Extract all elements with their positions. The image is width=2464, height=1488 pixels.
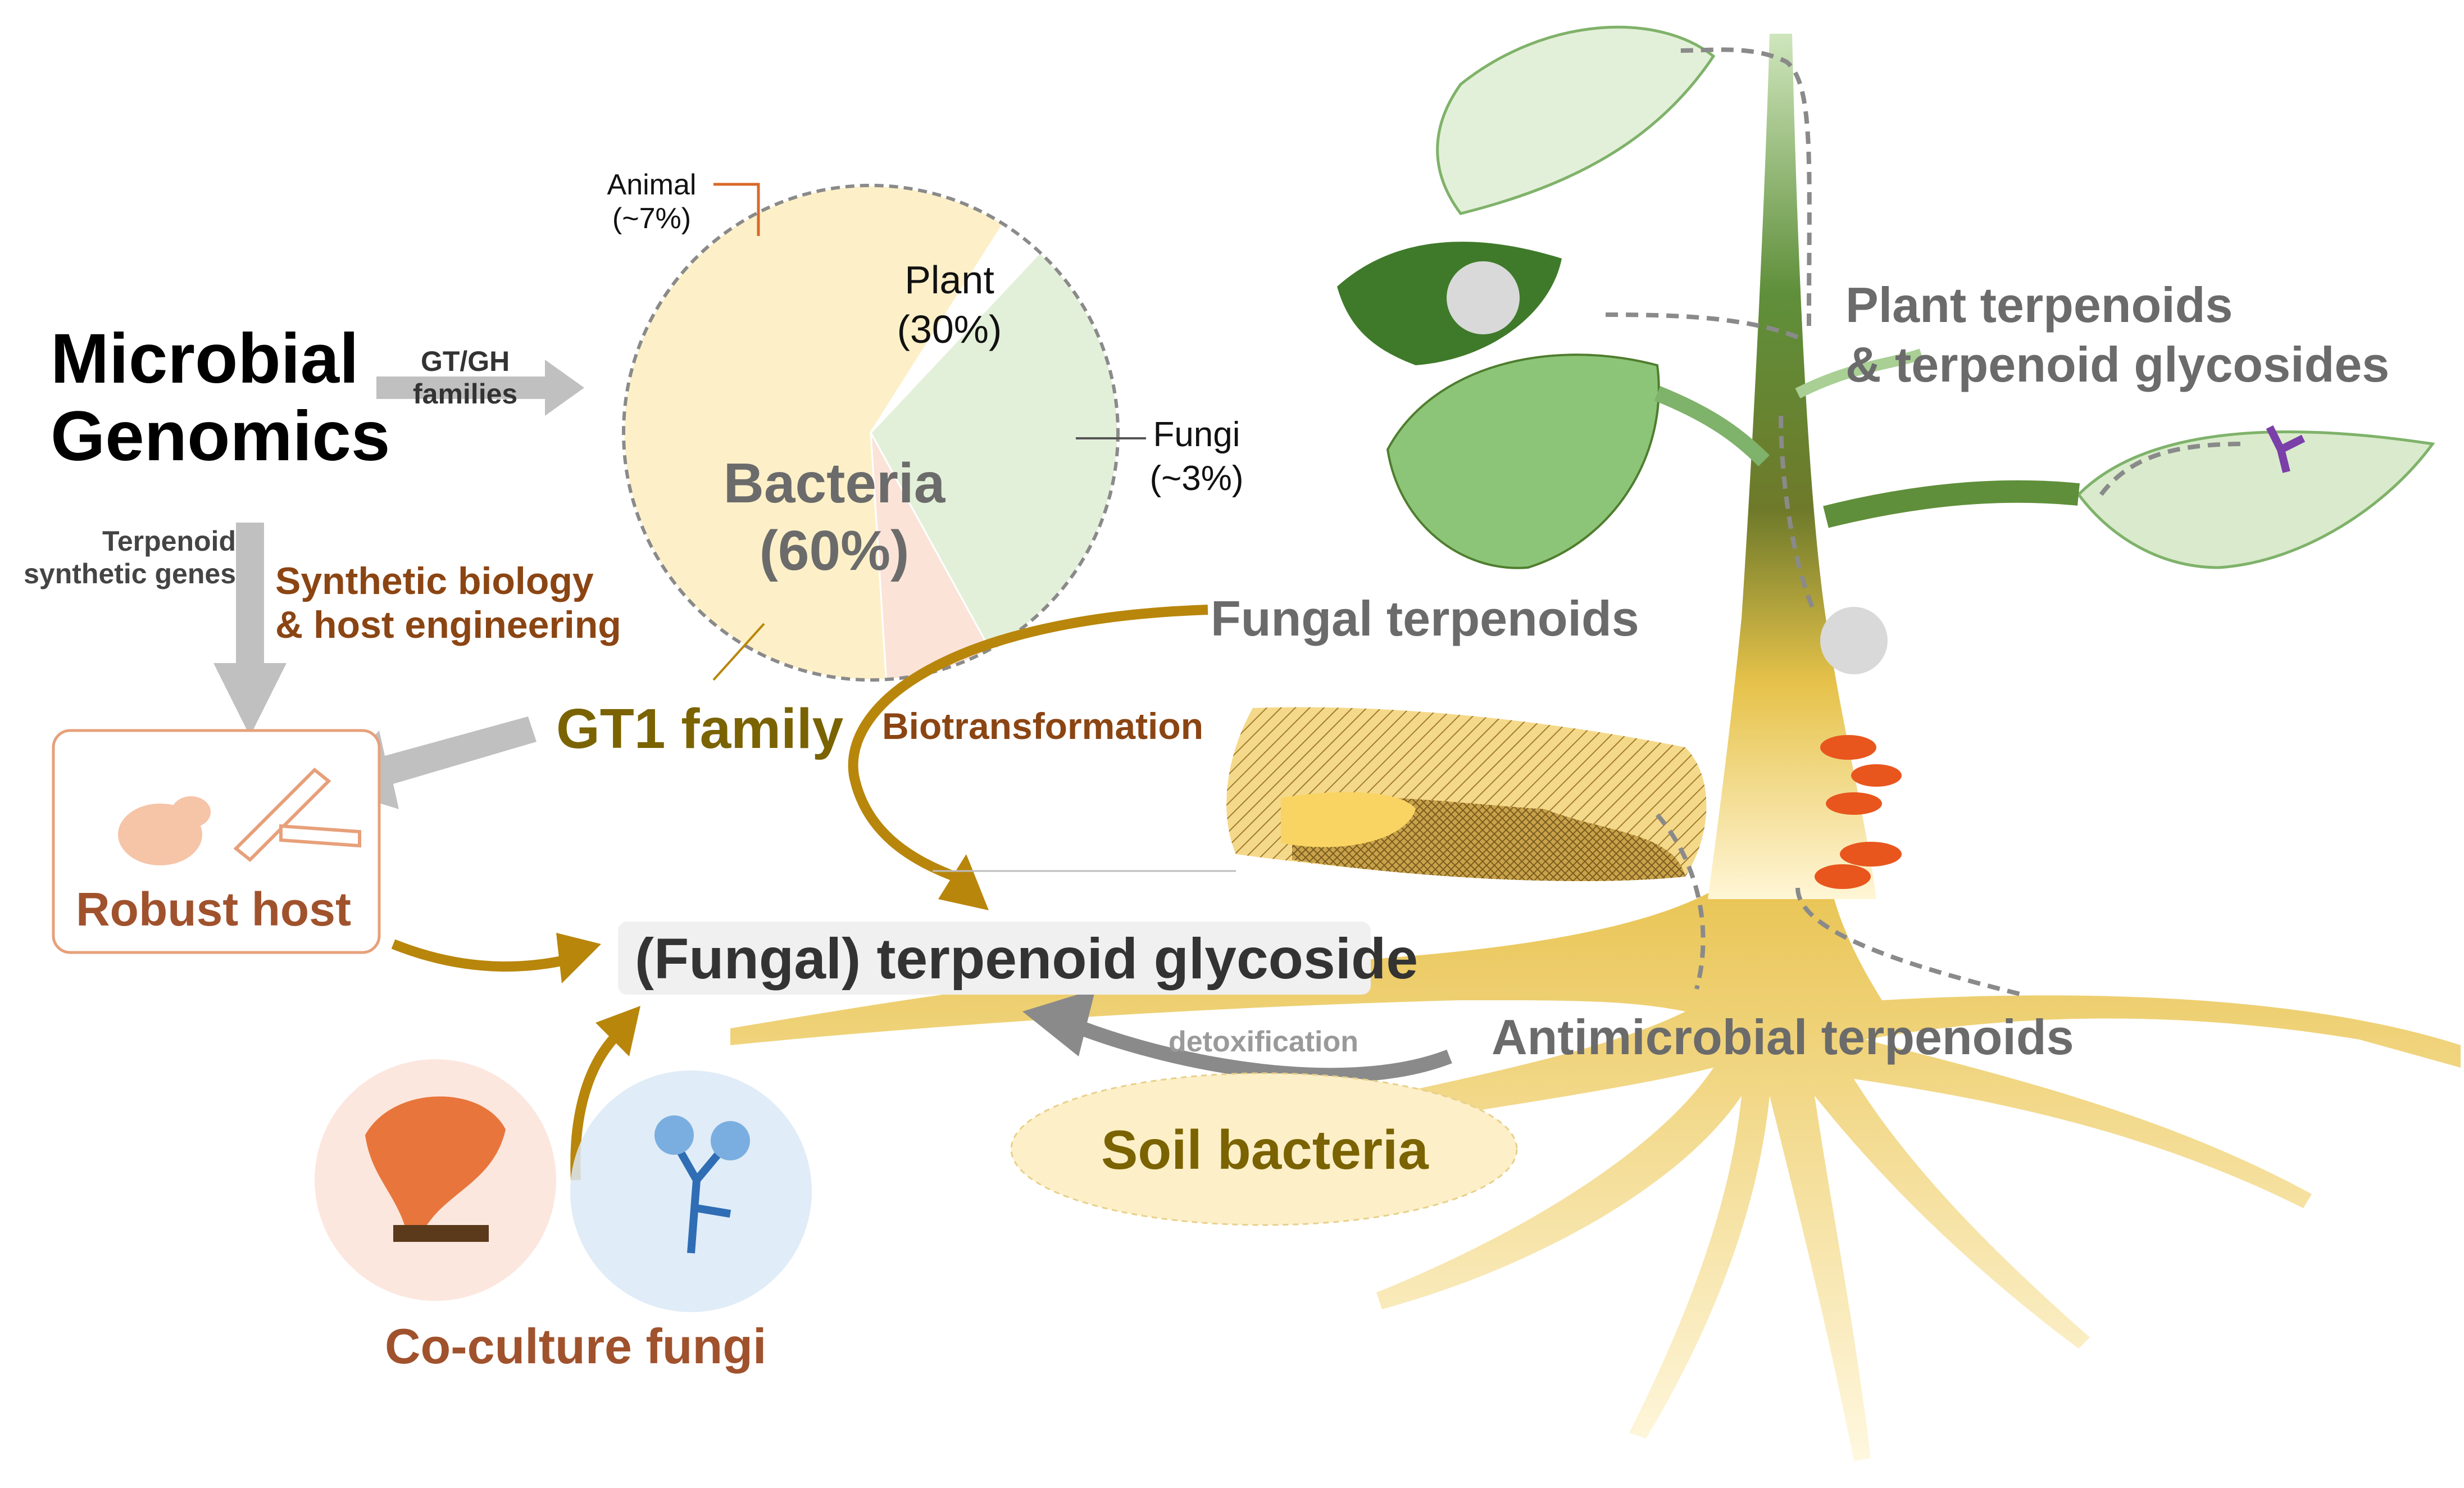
- bacteria-percent: (60%): [759, 519, 910, 582]
- mushroom-icon: [365, 1096, 506, 1242]
- detoxification-label: detoxification: [1169, 1026, 1359, 1058]
- gold-arrowheads: [556, 854, 989, 1056]
- biotransformation-arrow: [848, 605, 1208, 882]
- gt1-leader-line: [712, 623, 765, 681]
- plant-terpenoids-label: Plant terpenoids & terpenoid glycosides: [1845, 275, 2389, 394]
- pie-outline: [622, 184, 1120, 682]
- animal-leader-line: [713, 183, 760, 236]
- synthetic-bio-line2: & host engineering: [275, 604, 621, 647]
- fungal-terpenoids-label: Fungal terpenoids: [1211, 591, 1639, 646]
- microbial-genomics-title: Microbial Genomics: [51, 320, 390, 475]
- detoxification-arrowhead: [1022, 989, 1095, 1056]
- plant-terpenoids-line1: Plant terpenoids: [1845, 277, 2233, 333]
- glycoside-box: [618, 922, 1371, 995]
- synthetic-biology-label: Synthetic biology & host engineering: [275, 559, 621, 647]
- antimicrobial-terpenoids-label: Antimicrobial terpenoids: [1492, 1009, 2074, 1065]
- pie-label-plant: Plant (30%): [860, 256, 1039, 354]
- gt-gh-line1: GT/GH: [420, 346, 510, 377]
- pie-label-bacteria: Bacteria (60%): [702, 450, 966, 584]
- plant-leaves: [1337, 25, 2435, 569]
- white-fungi: [1447, 261, 1888, 674]
- decaying-log: [1226, 707, 1707, 882]
- plant-name: Plant: [904, 258, 994, 302]
- bracket-fungi: [1815, 735, 1902, 889]
- terpenoid-genes-arrow: [213, 523, 287, 736]
- filamentous-cell-icon: [233, 767, 361, 863]
- animal-percent: (~7%): [612, 202, 692, 235]
- coculture-circle-right: [570, 1070, 812, 1312]
- pie-label-animal: Animal (~7%): [590, 169, 713, 236]
- terpenoid-genes-label: Terpenoid synthetic genes: [11, 525, 236, 590]
- terpenoid-genes-line2: synthetic genes: [24, 557, 236, 589]
- gt-gh-arrow: [376, 360, 584, 416]
- detoxification-arrow: [1065, 1015, 1452, 1083]
- plant-roots: [730, 843, 2461, 1461]
- terpenoid-glycoside-label: (Fungal) terpenoid glycoside: [635, 927, 1419, 991]
- animal-name: Animal: [607, 169, 697, 201]
- synthetic-bio-line1: Synthetic biology: [275, 560, 594, 602]
- plant-terpenoids-line2: & terpenoid glycosides: [1845, 336, 2390, 392]
- plant-stem: [1708, 34, 1876, 899]
- pie-label-fungi: Fungi (~3%): [1135, 413, 1258, 500]
- soil-bacteria-label: Soil bacteria: [1101, 1119, 1429, 1181]
- gt-gh-line2: families: [413, 378, 518, 410]
- soil-bacteria-ellipse: [1010, 1072, 1518, 1226]
- gt1-family-label: GT1 family: [556, 697, 844, 760]
- fungi-percent: (~3%): [1149, 459, 1244, 498]
- coculture-fungi-label: Co-culture fungi: [385, 1318, 767, 1374]
- robust-host-label: Robust host: [76, 883, 351, 936]
- yeast-cell-icon: [118, 796, 211, 865]
- biotransformation-label: Biotransformation: [882, 705, 1204, 747]
- host-to-glycoside-arrow: [391, 939, 563, 972]
- glycoside-molecule-icon: [2266, 425, 2306, 473]
- transport-arrows: [1601, 47, 2248, 997]
- microbial-genomics-line2: Genomics: [51, 397, 390, 475]
- fungi-name: Fungi: [1153, 415, 1240, 454]
- microbial-genomics-line1: Microbial: [51, 320, 359, 398]
- terpenoid-genes-line1: Terpenoid: [102, 525, 236, 557]
- mold-icon: [654, 1115, 750, 1254]
- gt-gh-families-label: GT/GH families: [413, 346, 517, 410]
- bacteria-name: Bacteria: [723, 452, 945, 515]
- plant-percent: (30%): [897, 307, 1002, 351]
- pie-chart: [622, 184, 1120, 682]
